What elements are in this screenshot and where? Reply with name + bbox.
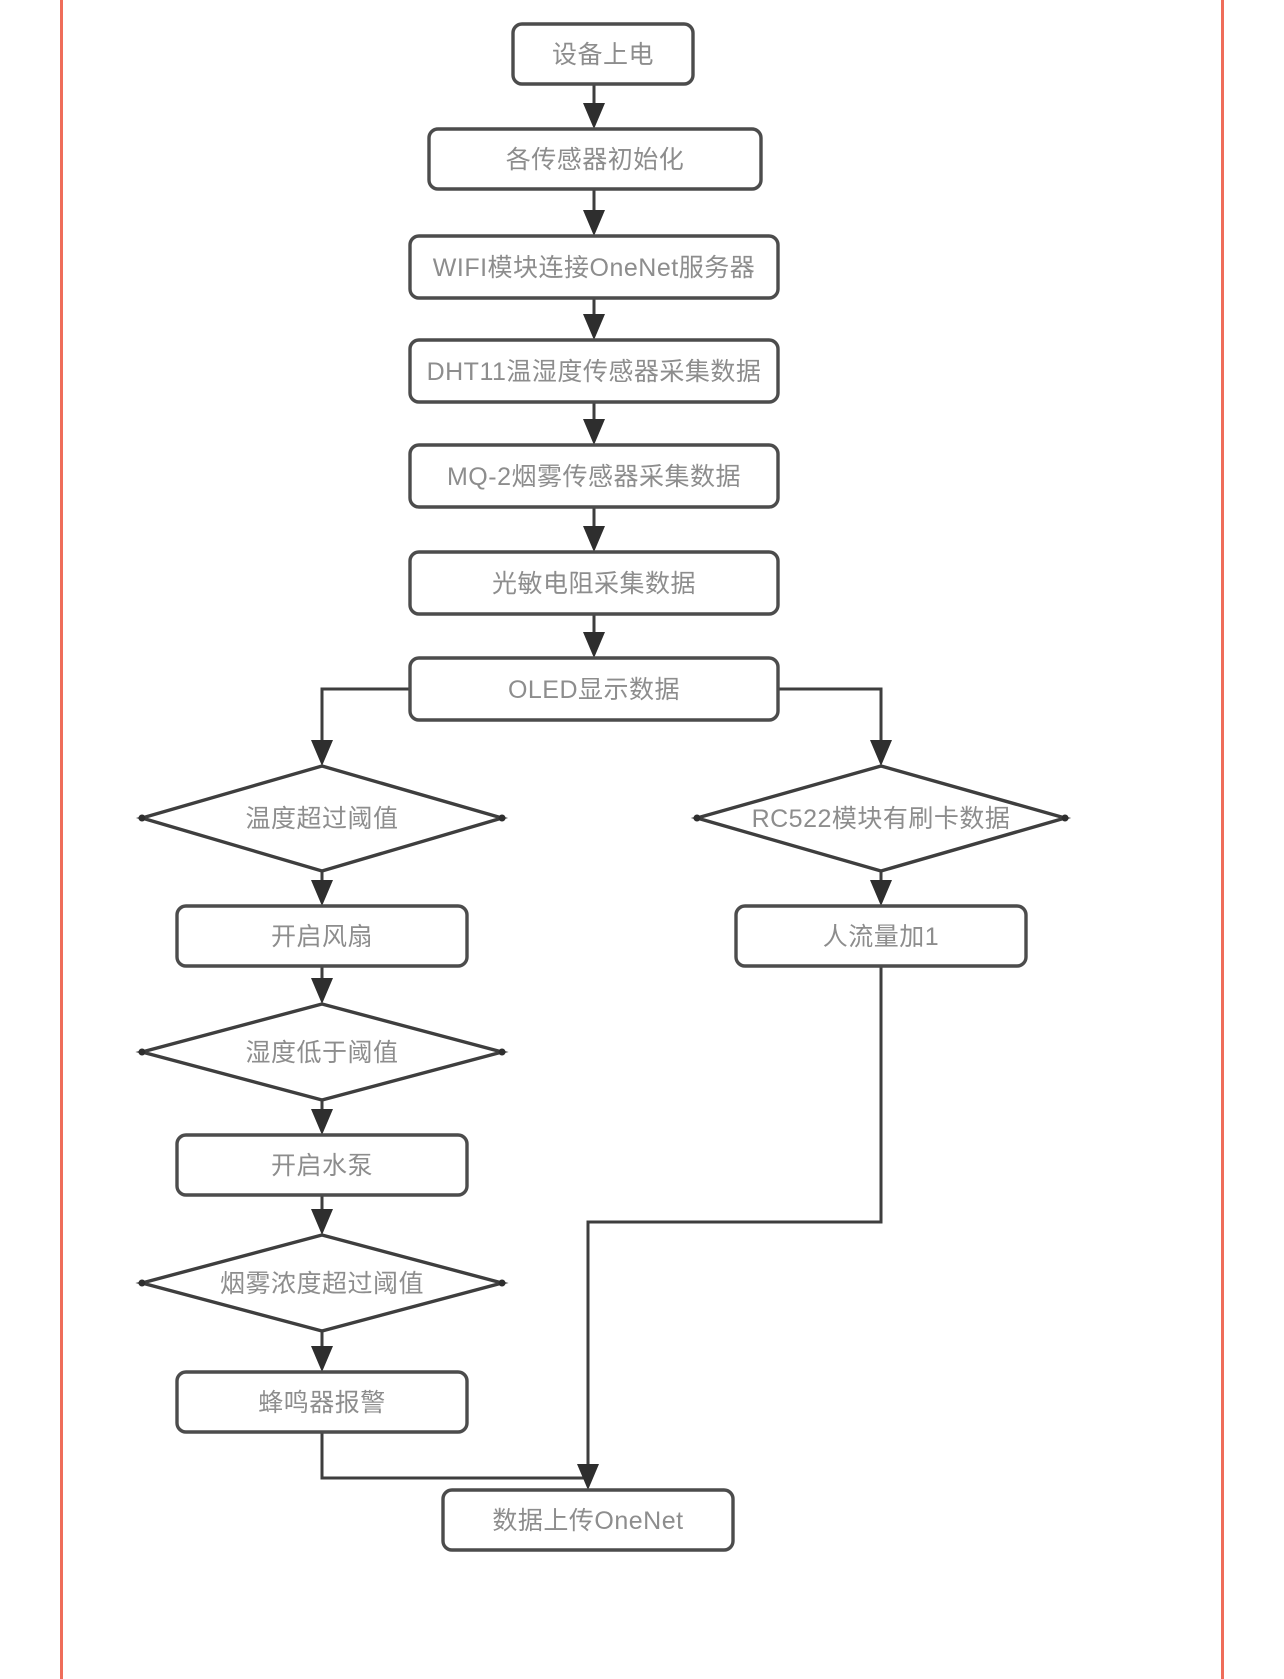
diamond-left-vertex-dot (138, 814, 146, 822)
node-ldr-read[interactable]: 光敏电阻采集数据 (408, 550, 780, 616)
decision-rc522-card[interactable]: RC522模块有刷卡数据 (690, 764, 1072, 873)
node-wifi-connect-label: WIFI模块连接OneNet服务器 (433, 254, 755, 282)
edge-dht11-to-mq2 (583, 402, 605, 445)
edge-oled-to-temp-decision (311, 687, 410, 766)
node-ldr-read-label: 光敏电阻采集数据 (492, 570, 696, 598)
right-margin-rule (1221, 0, 1224, 1679)
edge-wifi-to-dht11 (583, 298, 605, 340)
edge-oled-to-rc522-decision (778, 687, 892, 766)
node-wifi-connect[interactable]: WIFI模块连接OneNet服务器 (408, 234, 780, 300)
diamond-left-vertex-dot (138, 1048, 146, 1056)
edge-ldr-to-oled (583, 614, 605, 658)
node-upload-onenet[interactable]: 数据上传OneNet (441, 1488, 735, 1552)
node-mq2-read-shape[interactable] (408, 443, 780, 509)
node-dht11-read[interactable]: DHT11温湿度传感器采集数据 (408, 338, 780, 404)
diamond-left-vertex-dot (693, 814, 701, 822)
node-upload-onenet-label: 数据上传OneNet (492, 1507, 683, 1535)
decision-humidity-threshold-shape[interactable] (135, 1002, 509, 1102)
diamond-right-vertex-dot (1061, 814, 1069, 822)
edge-pump-to-smoke-decision (311, 1195, 333, 1235)
decision-smoke-threshold-shape[interactable] (135, 1233, 509, 1333)
edge-counter-to-upload (577, 966, 883, 1490)
edge-rc522-decision-to-counter (870, 871, 892, 906)
node-sensor-init[interactable]: 各传感器初始化 (427, 127, 763, 191)
decision-rc522-card-shape[interactable] (690, 764, 1072, 873)
left-margin-rule (60, 0, 63, 1679)
edge-mq2-to-ldr (583, 507, 605, 552)
edge-init-to-wifi (583, 189, 605, 236)
node-start-fan-label: 开启风扇 (271, 923, 373, 951)
diamond-right-vertex-dot (498, 814, 506, 822)
node-upload-onenet-shape[interactable] (441, 1488, 735, 1552)
edge-buzzer-to-upload (320, 1432, 588, 1480)
node-start-pump-label: 开启水泵 (271, 1152, 373, 1180)
node-power-on[interactable]: 设备上电 (511, 22, 695, 86)
node-start-fan-shape[interactable] (175, 904, 469, 968)
diamond-left-vertex-dot (138, 1279, 146, 1287)
decision-temperature-threshold-shape[interactable] (135, 764, 509, 873)
decision-humidity-threshold-label: 湿度低于阈值 (245, 1039, 398, 1067)
decision-rc522-card-label: RC522模块有刷卡数据 (752, 805, 1011, 833)
node-mq2-read[interactable]: MQ-2烟雾传感器采集数据 (408, 443, 780, 509)
node-buzzer-alarm[interactable]: 蜂鸣器报警 (175, 1370, 469, 1434)
node-layer: 设备上电 各传感器初始化 WIFI模块连接OneNet服务器 DHT11温湿度传… (135, 22, 1072, 1552)
node-sensor-init-label: 各传感器初始化 (506, 146, 685, 174)
node-sensor-init-shape[interactable] (427, 127, 763, 191)
node-power-on-shape[interactable] (511, 22, 695, 86)
edge-fan-to-humidity-decision (311, 966, 333, 1004)
node-increment-people-count[interactable]: 人流量加1 (734, 904, 1028, 968)
decision-smoke-threshold-label: 烟雾浓度超过阈值 (220, 1270, 424, 1298)
decision-temperature-threshold[interactable]: 温度超过阈值 (135, 764, 509, 873)
edge-temp-decision-to-fan (311, 871, 333, 906)
node-start-pump[interactable]: 开启水泵 (175, 1133, 469, 1197)
node-power-on-label: 设备上电 (552, 41, 654, 69)
edge-humidity-decision-to-pump (311, 1100, 333, 1135)
decision-humidity-threshold[interactable]: 湿度低于阈值 (135, 1002, 509, 1102)
node-buzzer-alarm-shape[interactable] (175, 1370, 469, 1434)
node-dht11-read-shape[interactable] (408, 338, 780, 404)
node-start-fan[interactable]: 开启风扇 (175, 904, 469, 968)
decision-temperature-threshold-label: 温度超过阈值 (245, 805, 398, 833)
node-increment-people-count-label: 人流量加1 (823, 923, 939, 951)
diamond-right-vertex-dot (498, 1048, 506, 1056)
decision-smoke-threshold[interactable]: 烟雾浓度超过阈值 (135, 1233, 509, 1333)
node-oled-display-label: OLED显示数据 (508, 676, 680, 704)
node-wifi-connect-shape[interactable] (408, 234, 780, 300)
node-buzzer-alarm-label: 蜂鸣器报警 (258, 1389, 386, 1417)
diamond-right-vertex-dot (498, 1279, 506, 1287)
edge-layer (311, 84, 892, 1490)
edge-power-to-init (583, 84, 605, 129)
node-mq2-read-label: MQ-2烟雾传感器采集数据 (447, 463, 741, 491)
node-oled-display[interactable]: OLED显示数据 (408, 656, 780, 722)
node-ldr-read-shape[interactable] (408, 550, 780, 616)
node-increment-people-count-shape[interactable] (734, 904, 1028, 968)
node-start-pump-shape[interactable] (175, 1133, 469, 1197)
edge-smoke-decision-to-buzzer (311, 1331, 333, 1372)
node-dht11-read-label: DHT11温湿度传感器采集数据 (427, 358, 762, 386)
node-oled-display-shape[interactable] (408, 656, 780, 722)
